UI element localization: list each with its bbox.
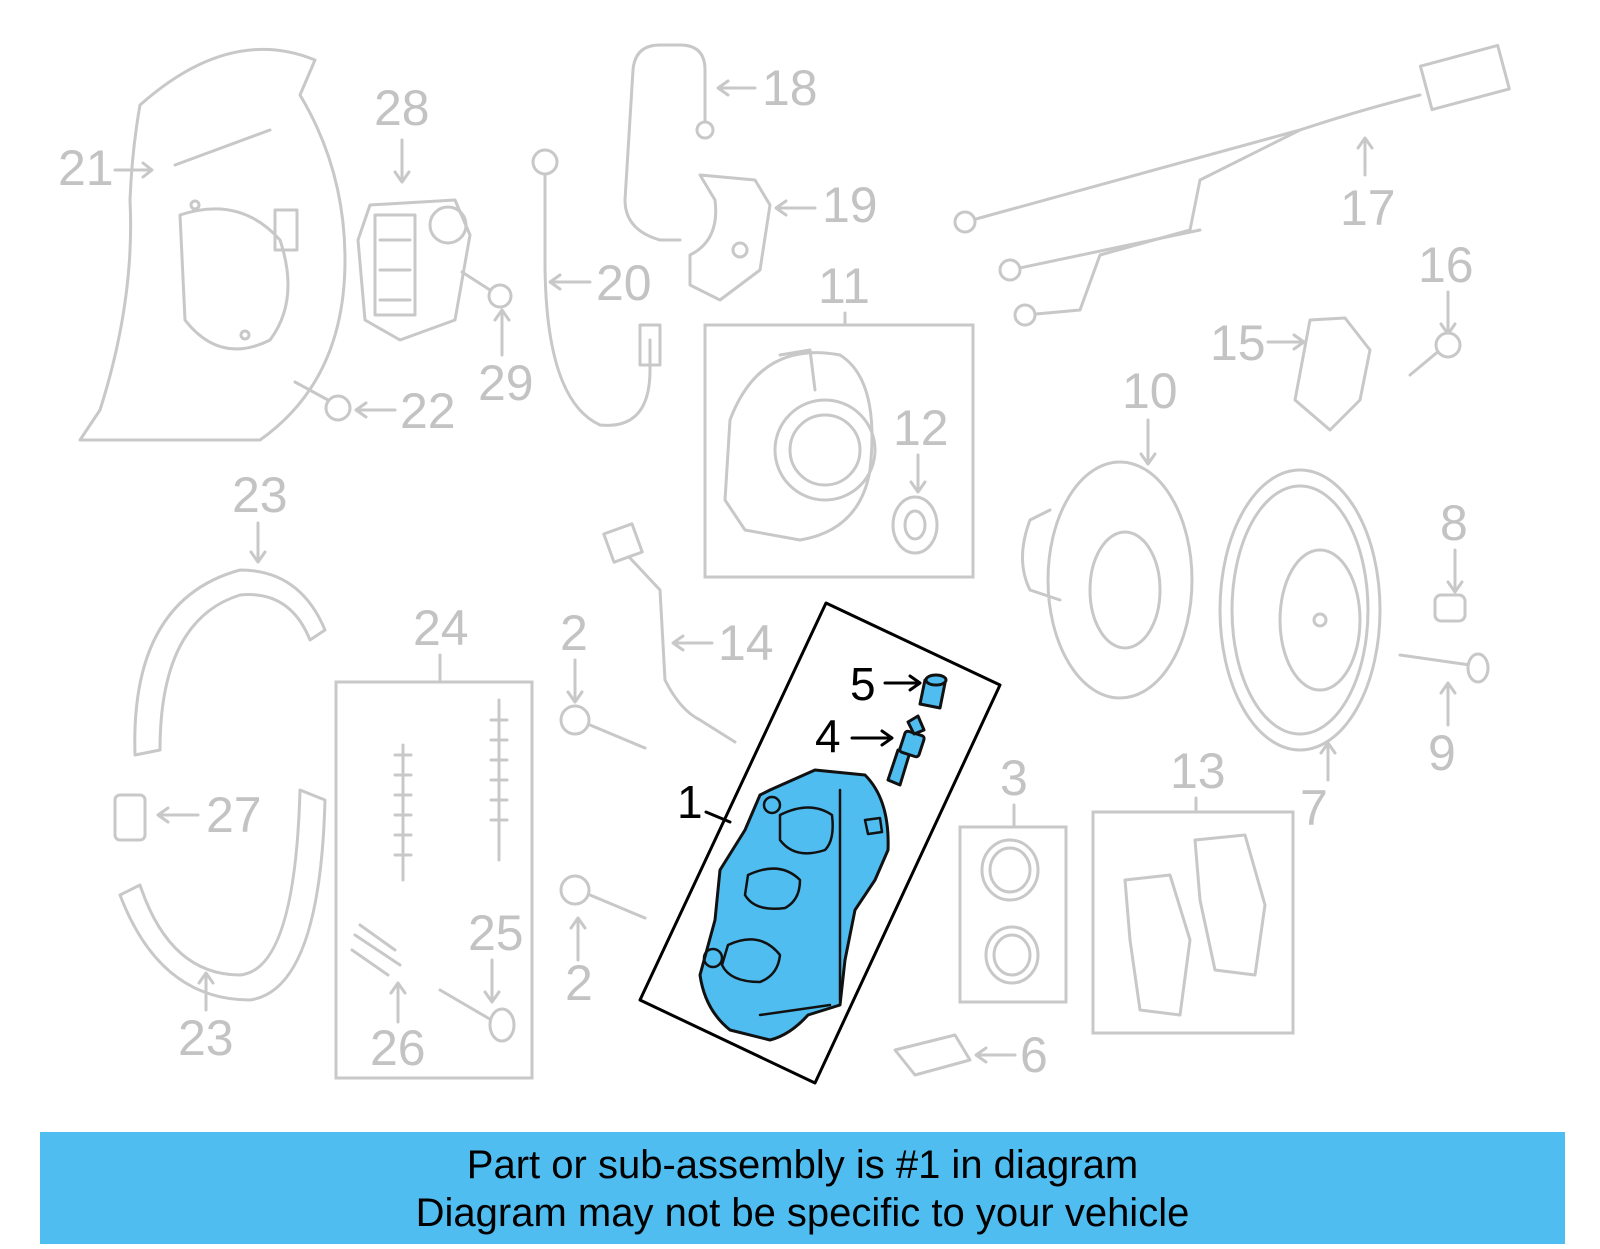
label-24: 24 — [413, 600, 469, 656]
label-8: 8 — [1440, 495, 1468, 551]
label-10: 10 — [1122, 363, 1178, 419]
part-24-group-box — [334, 680, 534, 1080]
label-27: 27 — [206, 787, 262, 843]
part-2-bolt-bottom — [559, 874, 647, 920]
part-25-pin — [438, 988, 516, 1043]
label-2-top: 2 — [560, 605, 588, 661]
label-13: 13 — [1170, 743, 1226, 799]
label-17: 17 — [1340, 180, 1396, 236]
part-1-group-box — [638, 601, 1002, 1085]
label-29: 29 — [478, 355, 534, 411]
label-4: 4 — [815, 710, 841, 762]
part-13-pads — [1123, 833, 1267, 1017]
label-6: 6 — [1020, 1027, 1048, 1083]
label-20: 20 — [596, 255, 652, 311]
label-14: 14 — [718, 615, 774, 671]
part-27-adjuster — [113, 793, 147, 842]
banner-line-2: Diagram may not be specific to your vehi… — [415, 1191, 1190, 1235]
part-20-brake-hose — [531, 148, 662, 427]
part-21-splash-shield — [78, 47, 347, 442]
part-7-rotor — [1218, 468, 1382, 752]
part-6-clip — [893, 1033, 972, 1077]
label-9: 9 — [1428, 725, 1456, 781]
label-21: 21 — [58, 140, 114, 196]
part-28-actuator — [356, 198, 472, 342]
part-1-caliper — [698, 768, 890, 1042]
label-12: 12 — [893, 400, 949, 456]
part-15-speed-sensor — [1293, 316, 1372, 432]
part-26-spring — [350, 923, 402, 977]
info-banner: Part or sub-assembly is #1 in diagram Di… — [40, 1132, 1565, 1244]
part-12-seal — [891, 495, 939, 555]
label-1: 1 — [677, 776, 703, 828]
part-3-seals — [980, 838, 1040, 985]
part-8-bolt — [1433, 593, 1467, 623]
label-26: 26 — [370, 1020, 426, 1076]
label-23-top: 23 — [232, 467, 288, 523]
label-18: 18 — [762, 60, 818, 116]
part-11-group-box — [703, 323, 975, 579]
label-23-bottom: 23 — [178, 1010, 234, 1066]
part-23-shoe-top — [133, 568, 327, 757]
label-5: 5 — [850, 658, 876, 710]
label-28: 28 — [374, 80, 430, 136]
part-9-stud — [1398, 652, 1490, 684]
part-14-wire — [602, 522, 737, 744]
label-7: 7 — [1300, 780, 1328, 836]
part-5-cap — [918, 673, 948, 710]
part-10-hub — [1021, 460, 1194, 700]
label-3: 3 — [1000, 750, 1028, 806]
label-22: 22 — [400, 383, 456, 439]
part-17-wear-sensor — [953, 43, 1511, 327]
part-2-bolt-top — [559, 704, 647, 750]
part-29-bolt — [460, 270, 513, 309]
label-11: 11 — [818, 258, 870, 314]
part-16-bolt — [1408, 331, 1462, 377]
label-16: 16 — [1418, 237, 1474, 293]
label-19: 19 — [822, 177, 878, 233]
label-25: 25 — [468, 905, 524, 961]
label-2-bottom: 2 — [565, 955, 593, 1011]
label-15: 15 — [1210, 315, 1266, 371]
banner-line-1: Part or sub-assembly is #1 in diagram — [466, 1143, 1139, 1187]
part-11-carrier — [723, 348, 877, 542]
part-19-bracket — [688, 173, 772, 302]
part-18-brake-line — [623, 43, 715, 242]
part-13-group-box — [1091, 810, 1295, 1035]
part-22-bolt — [293, 380, 352, 422]
part-4-bleeder — [886, 714, 926, 787]
part-24-springs — [393, 698, 509, 882]
